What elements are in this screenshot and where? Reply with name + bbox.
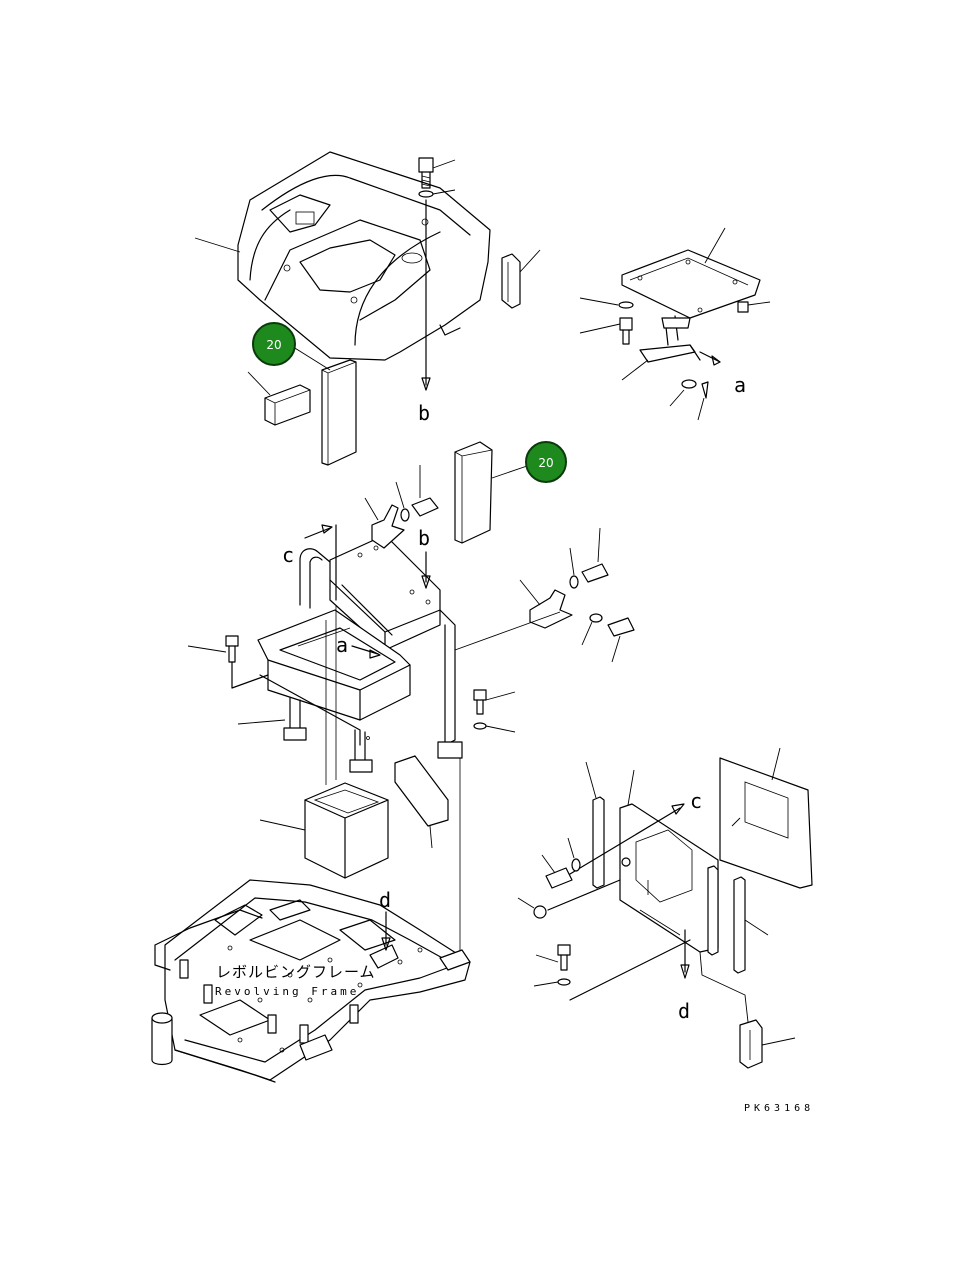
arrow-c-left (304, 524, 337, 601)
arrow-a-middle (351, 645, 381, 659)
seat-pads (247, 344, 357, 466)
battery-box (259, 605, 389, 879)
ref-letter-b-upper: b (418, 401, 430, 425)
ref-letter-d-middle: d (379, 888, 391, 912)
callout-circle-upper (252, 322, 296, 366)
revolving-frame (151, 879, 471, 1083)
callout-number-middle: 20 (538, 456, 553, 470)
ref-letter-a-middle: a (336, 633, 348, 657)
ref-letter-b-middle: b (418, 526, 430, 550)
seat-clip (501, 249, 541, 309)
seat-bolt (418, 157, 456, 391)
seat-bracket-plate (579, 227, 771, 421)
callout-badge-upper: 20 (252, 322, 296, 366)
callout-badge-middle: 20 (525, 441, 567, 483)
callout-number-upper: 20 (266, 338, 281, 352)
arrow-d-middle (381, 911, 391, 951)
frame-label-japanese: レボルビングフレーム (216, 963, 376, 981)
ref-letter-a-upper: a (734, 373, 746, 397)
left-bolt (187, 635, 269, 689)
operator-seat (194, 151, 491, 361)
ref-letter-d-right: d (678, 999, 690, 1023)
side-cover-assembly (517, 747, 813, 1069)
arrow-b-middle (421, 551, 431, 589)
frame-label-english: Revolving Frame (215, 985, 359, 998)
ref-letter-c-right: c (690, 789, 702, 813)
drawing-code: PK63168 (744, 1103, 814, 1114)
small-plate (394, 755, 449, 849)
frame-bolts-right (473, 689, 516, 733)
console-pad (454, 441, 531, 544)
callout-circle-middle (525, 441, 567, 483)
seat-stand-frame (257, 534, 463, 773)
upper-bracket (364, 465, 439, 549)
right-bracket (454, 527, 635, 663)
leg-leader (237, 719, 286, 725)
ref-letter-c-left: c (282, 543, 294, 567)
